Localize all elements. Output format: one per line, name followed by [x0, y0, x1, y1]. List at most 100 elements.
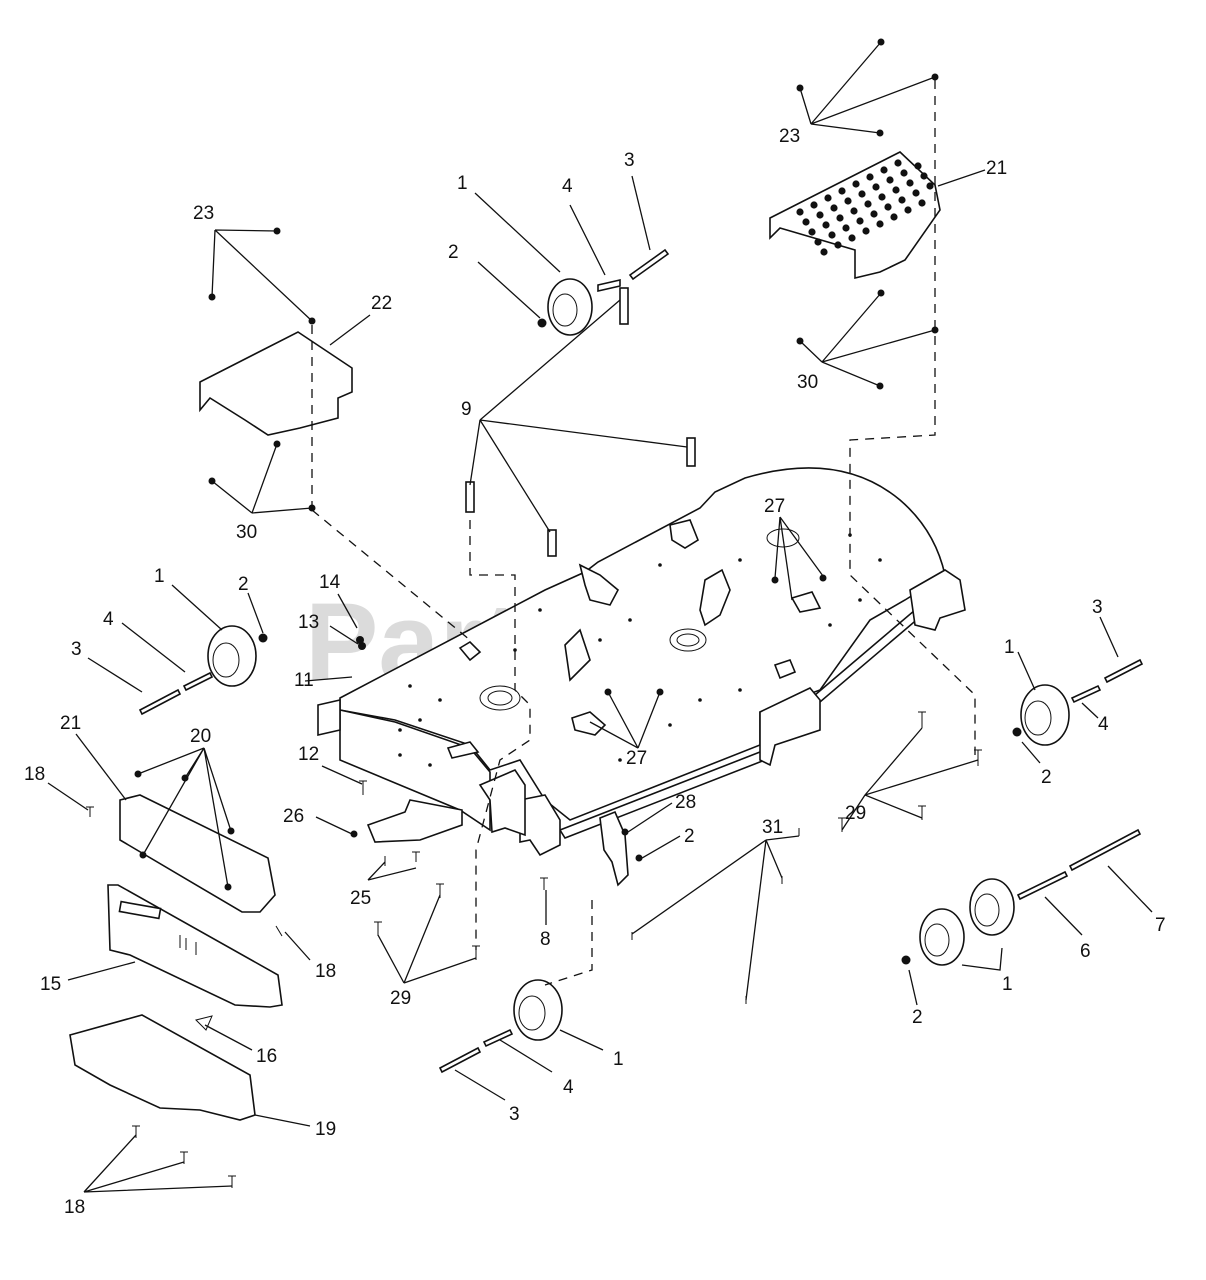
callout-labels: 23 21 30 1 2 4 3 23 22 30 9 27 27 1 2 4 … [24, 126, 1166, 1218]
wheel-pair-right-b [919, 908, 965, 966]
callout-21-top-right: 21 [986, 158, 1007, 179]
callout-7: 7 [1155, 915, 1166, 936]
callout-6: 6 [1080, 941, 1091, 962]
callout-20: 20 [190, 726, 211, 747]
perforation-hole [802, 218, 810, 226]
perforation-hole [830, 204, 838, 212]
callout-2-lower-right: 2 [912, 1007, 923, 1028]
cover-top-left [199, 331, 353, 436]
callout-18-bottom: 18 [64, 1197, 85, 1218]
bolts-and-spacers [138, 248, 1144, 1074]
callout-31: 31 [762, 817, 783, 838]
perforation-hole [906, 179, 914, 187]
perforation-hole [848, 234, 856, 242]
callout-3-left: 3 [71, 639, 82, 660]
callout-23-left: 23 [193, 203, 214, 224]
callout-4-right: 4 [1098, 714, 1109, 735]
callout-3-right: 3 [1092, 597, 1103, 618]
callout-9: 9 [461, 399, 472, 420]
callout-21-left: 21 [60, 713, 81, 734]
discharge-cover [69, 1014, 256, 1121]
perforation-hole [828, 231, 836, 239]
bracket-28 [599, 810, 629, 887]
perforation-hole [886, 176, 894, 184]
callout-19: 19 [315, 1119, 336, 1140]
perforation-hole [890, 213, 898, 221]
callout-30-left: 30 [236, 522, 257, 543]
perforation-hole [834, 241, 842, 249]
perforation-hole [824, 194, 832, 202]
wheel-top-center [547, 278, 593, 336]
perforation-hole [914, 162, 922, 170]
callout-27-bottom: 27 [626, 748, 647, 769]
callout-12: 12 [298, 744, 319, 765]
callout-11: 11 [294, 670, 314, 691]
callout-30-right: 30 [797, 372, 818, 393]
perforation-hole [852, 180, 860, 188]
callout-25: 25 [350, 888, 371, 909]
perforation-hole [796, 208, 804, 216]
callout-1-front: 1 [613, 1049, 624, 1070]
callout-18-middle: 18 [315, 961, 336, 982]
perforation-hole [878, 193, 886, 201]
callout-4-front: 4 [563, 1077, 574, 1098]
callout-18-left: 18 [24, 764, 45, 785]
perforation-hole [844, 197, 852, 205]
perforation-hole [808, 228, 816, 236]
perforation-hole [918, 199, 926, 207]
callout-3-top: 3 [624, 150, 635, 171]
perforation-hole [894, 159, 902, 167]
wheel-pair-right-a [969, 878, 1015, 936]
callout-15: 15 [40, 974, 61, 995]
perforation-hole [872, 183, 880, 191]
shield-left [119, 794, 276, 913]
perforation-hole [858, 190, 866, 198]
wheel-left [207, 625, 257, 687]
perforation-hole [842, 224, 850, 232]
callout-29-right: 29 [845, 803, 866, 824]
perforation-hole [814, 238, 822, 246]
perforation-hole [838, 187, 846, 195]
callout-13: 13 [298, 612, 319, 633]
perforation-hole [810, 201, 818, 209]
callout-2-center: 2 [684, 826, 695, 847]
perforation-hole [900, 169, 908, 177]
wheel-front-center [513, 979, 563, 1041]
callout-1-right: 1 [1004, 637, 1015, 658]
perforation-hole [926, 182, 934, 190]
callout-2-right: 2 [1041, 767, 1052, 788]
callout-27-top: 27 [764, 496, 785, 517]
callout-2-left: 2 [238, 574, 249, 595]
perforation-hole [816, 211, 824, 219]
callout-26: 26 [283, 806, 304, 827]
perforation-hole [856, 217, 864, 225]
shield-top-right [769, 151, 941, 280]
callout-28: 28 [675, 792, 696, 813]
callout-23-top-right: 23 [779, 126, 800, 147]
callout-2-top: 2 [448, 242, 459, 263]
perforation-hole [876, 220, 884, 228]
perforation-hole [864, 200, 872, 208]
perforation-hole [920, 172, 928, 180]
perforation-hole [836, 214, 844, 222]
mower-deck [317, 467, 966, 857]
callout-4-left: 4 [103, 609, 114, 630]
perforation-hole [866, 173, 874, 181]
perforation-hole [880, 166, 888, 174]
baffle [366, 799, 463, 843]
perforation-hole [822, 221, 830, 229]
perforation-hole [820, 248, 828, 256]
perforation-hole [884, 203, 892, 211]
perforation-hole [904, 206, 912, 214]
callout-1-left: 1 [154, 566, 165, 587]
callout-14: 14 [319, 572, 341, 593]
callout-8: 8 [540, 929, 551, 950]
perforation-hole [898, 196, 906, 204]
perforation-hole [892, 186, 900, 194]
callout-1-lower-right: 1 [1002, 974, 1013, 995]
perforation-hole [912, 189, 920, 197]
callout-4-top: 4 [562, 176, 573, 197]
callout-3-front: 3 [509, 1104, 520, 1125]
perforation-hole [870, 210, 878, 218]
